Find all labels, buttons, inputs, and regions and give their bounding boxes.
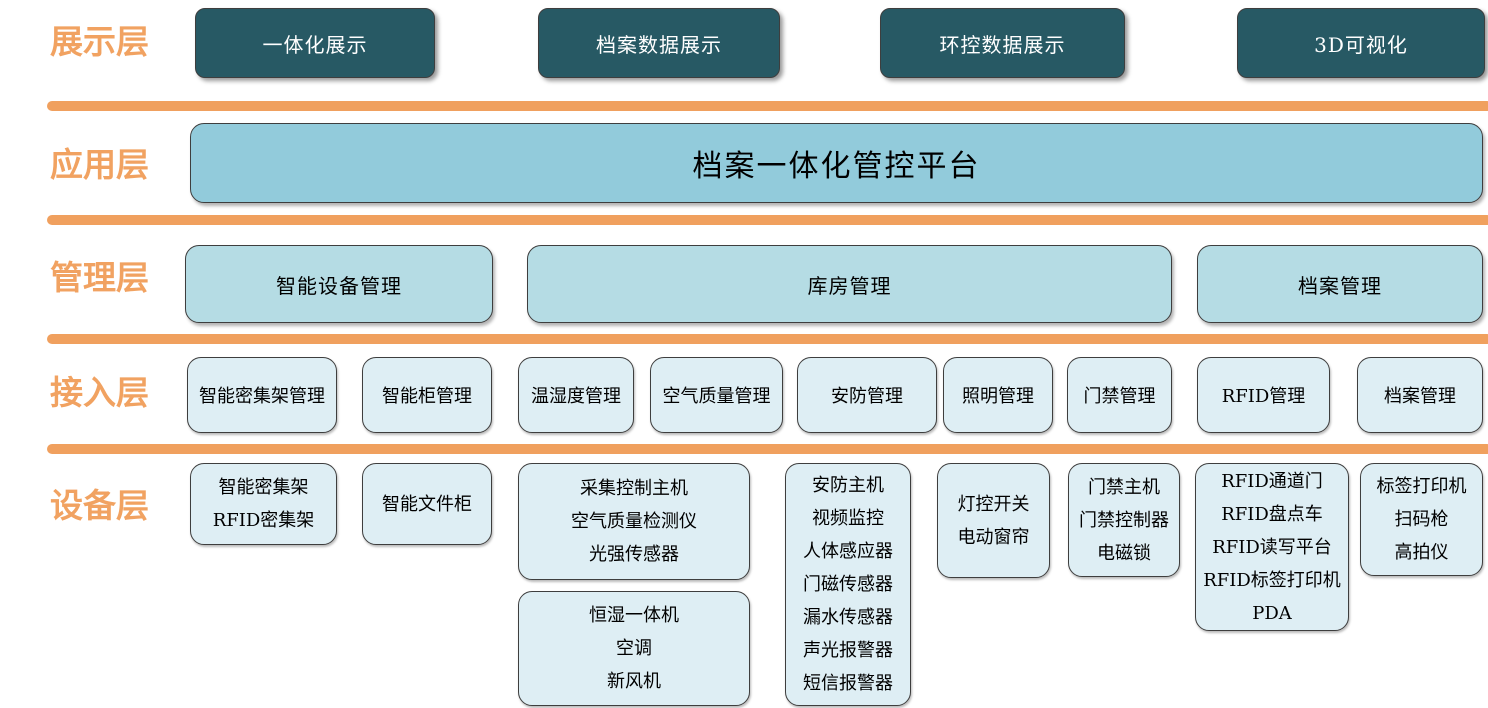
device-box-hvac: 恒湿一体机 空调 新风机: [518, 591, 750, 706]
access-box-rfid: RFID管理: [1197, 357, 1330, 433]
display-box-integrated: 一体化展示: [195, 8, 435, 78]
display-box-3d: 3D可视化: [1237, 8, 1485, 78]
device-box-file-cabinet: 智能文件柜: [362, 463, 492, 545]
layer-label-management: 管理层: [50, 261, 149, 297]
display-box-env-data: 环控数据展示: [880, 8, 1125, 78]
layer-label-access: 接入层: [50, 376, 149, 412]
layer-label-device: 设备层: [50, 489, 149, 525]
display-box-archive-data: 档案数据展示: [538, 8, 780, 78]
device-box-lighting: 灯控开关 电动窗帘: [937, 463, 1050, 578]
access-box-archive: 档案管理: [1357, 357, 1483, 433]
management-box-archive: 档案管理: [1197, 245, 1483, 323]
device-box-printing: 标签打印机 扫码枪 高拍仪: [1360, 463, 1483, 576]
access-box-door-control: 门禁管理: [1067, 357, 1172, 433]
layer-label-display: 展示层: [50, 25, 149, 61]
device-box-collection-host: 采集控制主机 空气质量检测仪 光强传感器: [518, 463, 750, 580]
device-box-rfid: RFID通道门 RFID盘点车 RFID读写平台 RFID标签打印机 PDA: [1195, 463, 1349, 631]
layer-label-application: 应用层: [50, 148, 149, 184]
access-box-security: 安防管理: [797, 357, 937, 433]
divider-line-4: [47, 444, 1488, 454]
device-box-door-control: 门禁主机 门禁控制器 电磁锁: [1068, 463, 1180, 577]
management-box-smart-device: 智能设备管理: [185, 245, 493, 323]
access-box-temp-humidity: 温湿度管理: [518, 357, 634, 433]
application-platform-box: 档案一体化管控平台: [190, 123, 1483, 203]
divider-line-1: [47, 101, 1488, 111]
access-box-air-quality: 空气质量管理: [650, 357, 783, 433]
divider-line-2: [47, 215, 1488, 225]
access-box-smart-cabinet: 智能柜管理: [362, 357, 492, 433]
device-box-security: 安防主机 视频监控 人体感应器 门磁传感器 漏水传感器 声光报警器 短信报警器: [785, 463, 911, 706]
divider-line-3: [47, 334, 1488, 344]
access-box-lighting: 照明管理: [943, 357, 1053, 433]
management-box-warehouse: 库房管理: [527, 245, 1172, 323]
access-box-dense-shelf: 智能密集架管理: [187, 357, 337, 433]
device-box-dense-shelves: 智能密集架 RFID密集架: [190, 463, 337, 545]
